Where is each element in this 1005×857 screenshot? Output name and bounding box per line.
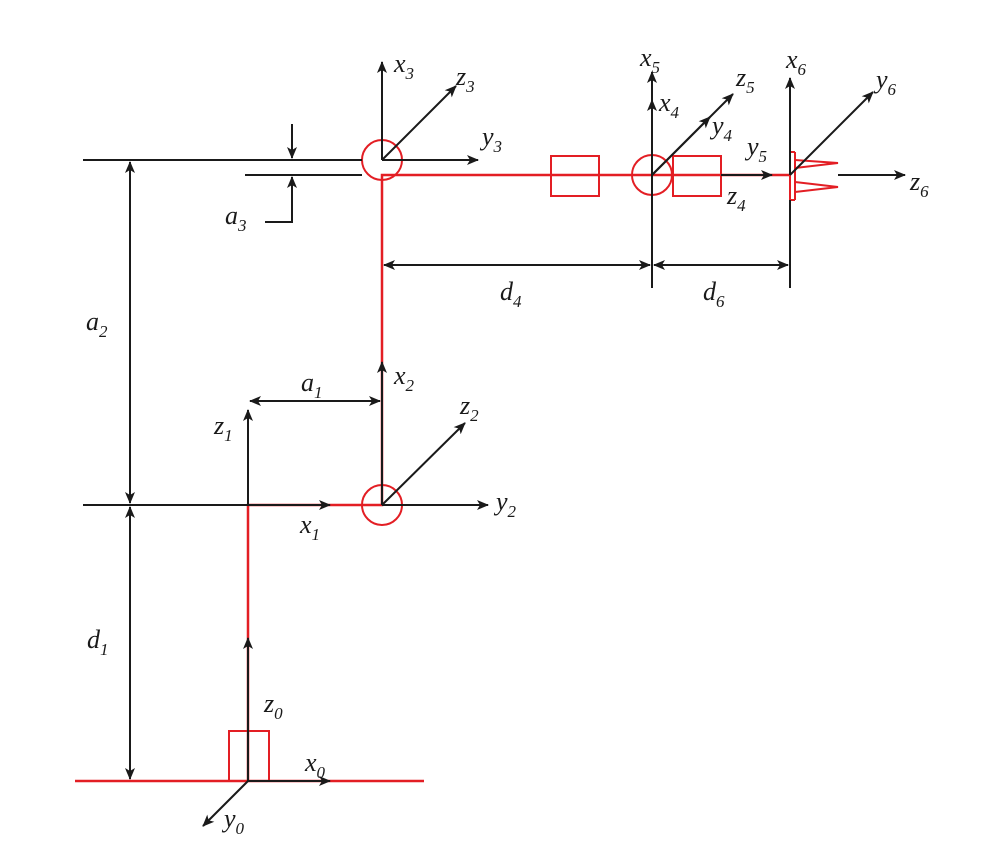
label-z4: z4	[726, 181, 746, 215]
dimension-lines	[83, 124, 789, 780]
frame-4-5-axes	[647, 71, 773, 288]
label-x5: x5	[639, 43, 660, 77]
label-z2: z2	[459, 391, 479, 425]
label-a3: a3	[225, 201, 247, 235]
label-x6: x6	[785, 45, 807, 79]
z3-axis	[381, 85, 457, 161]
y4-axis	[651, 116, 711, 176]
y0-axis	[202, 780, 249, 827]
label-a2: a2	[86, 307, 108, 341]
label-z3: z3	[455, 62, 475, 96]
label-d6: d6	[703, 277, 725, 311]
label-z5: z5	[735, 63, 755, 97]
label-d1: d1	[87, 625, 109, 659]
label-x0: x0	[304, 748, 326, 782]
label-x3: x3	[393, 49, 414, 83]
label-y3: y3	[479, 122, 502, 156]
label-d4: d4	[500, 277, 522, 311]
label-z1: z1	[213, 411, 233, 445]
link-4-block	[550, 155, 600, 197]
label-z6: z6	[909, 167, 929, 201]
frame-0-axes	[202, 637, 331, 827]
robot-links	[75, 139, 839, 783]
label-x4: x4	[658, 88, 680, 122]
frame-1-axes	[243, 409, 331, 510]
label-y0: y0	[221, 804, 245, 838]
label-y6: y6	[873, 65, 897, 99]
y6-axis	[789, 91, 874, 176]
label-y5: y5	[744, 132, 767, 166]
label-y2: y2	[493, 487, 517, 521]
label-a1: a1	[301, 368, 323, 402]
frame-2-axes	[377, 361, 489, 510]
frame-3-axes	[377, 61, 479, 165]
label-x2: x2	[393, 361, 415, 395]
gripper	[789, 151, 839, 201]
label-x1: x1	[299, 510, 320, 544]
frame-6-axes	[785, 77, 906, 288]
z2-axis	[381, 422, 466, 506]
label-z0: z0	[263, 689, 283, 723]
label-y4: y4	[709, 111, 733, 145]
a3-leader	[265, 190, 293, 223]
